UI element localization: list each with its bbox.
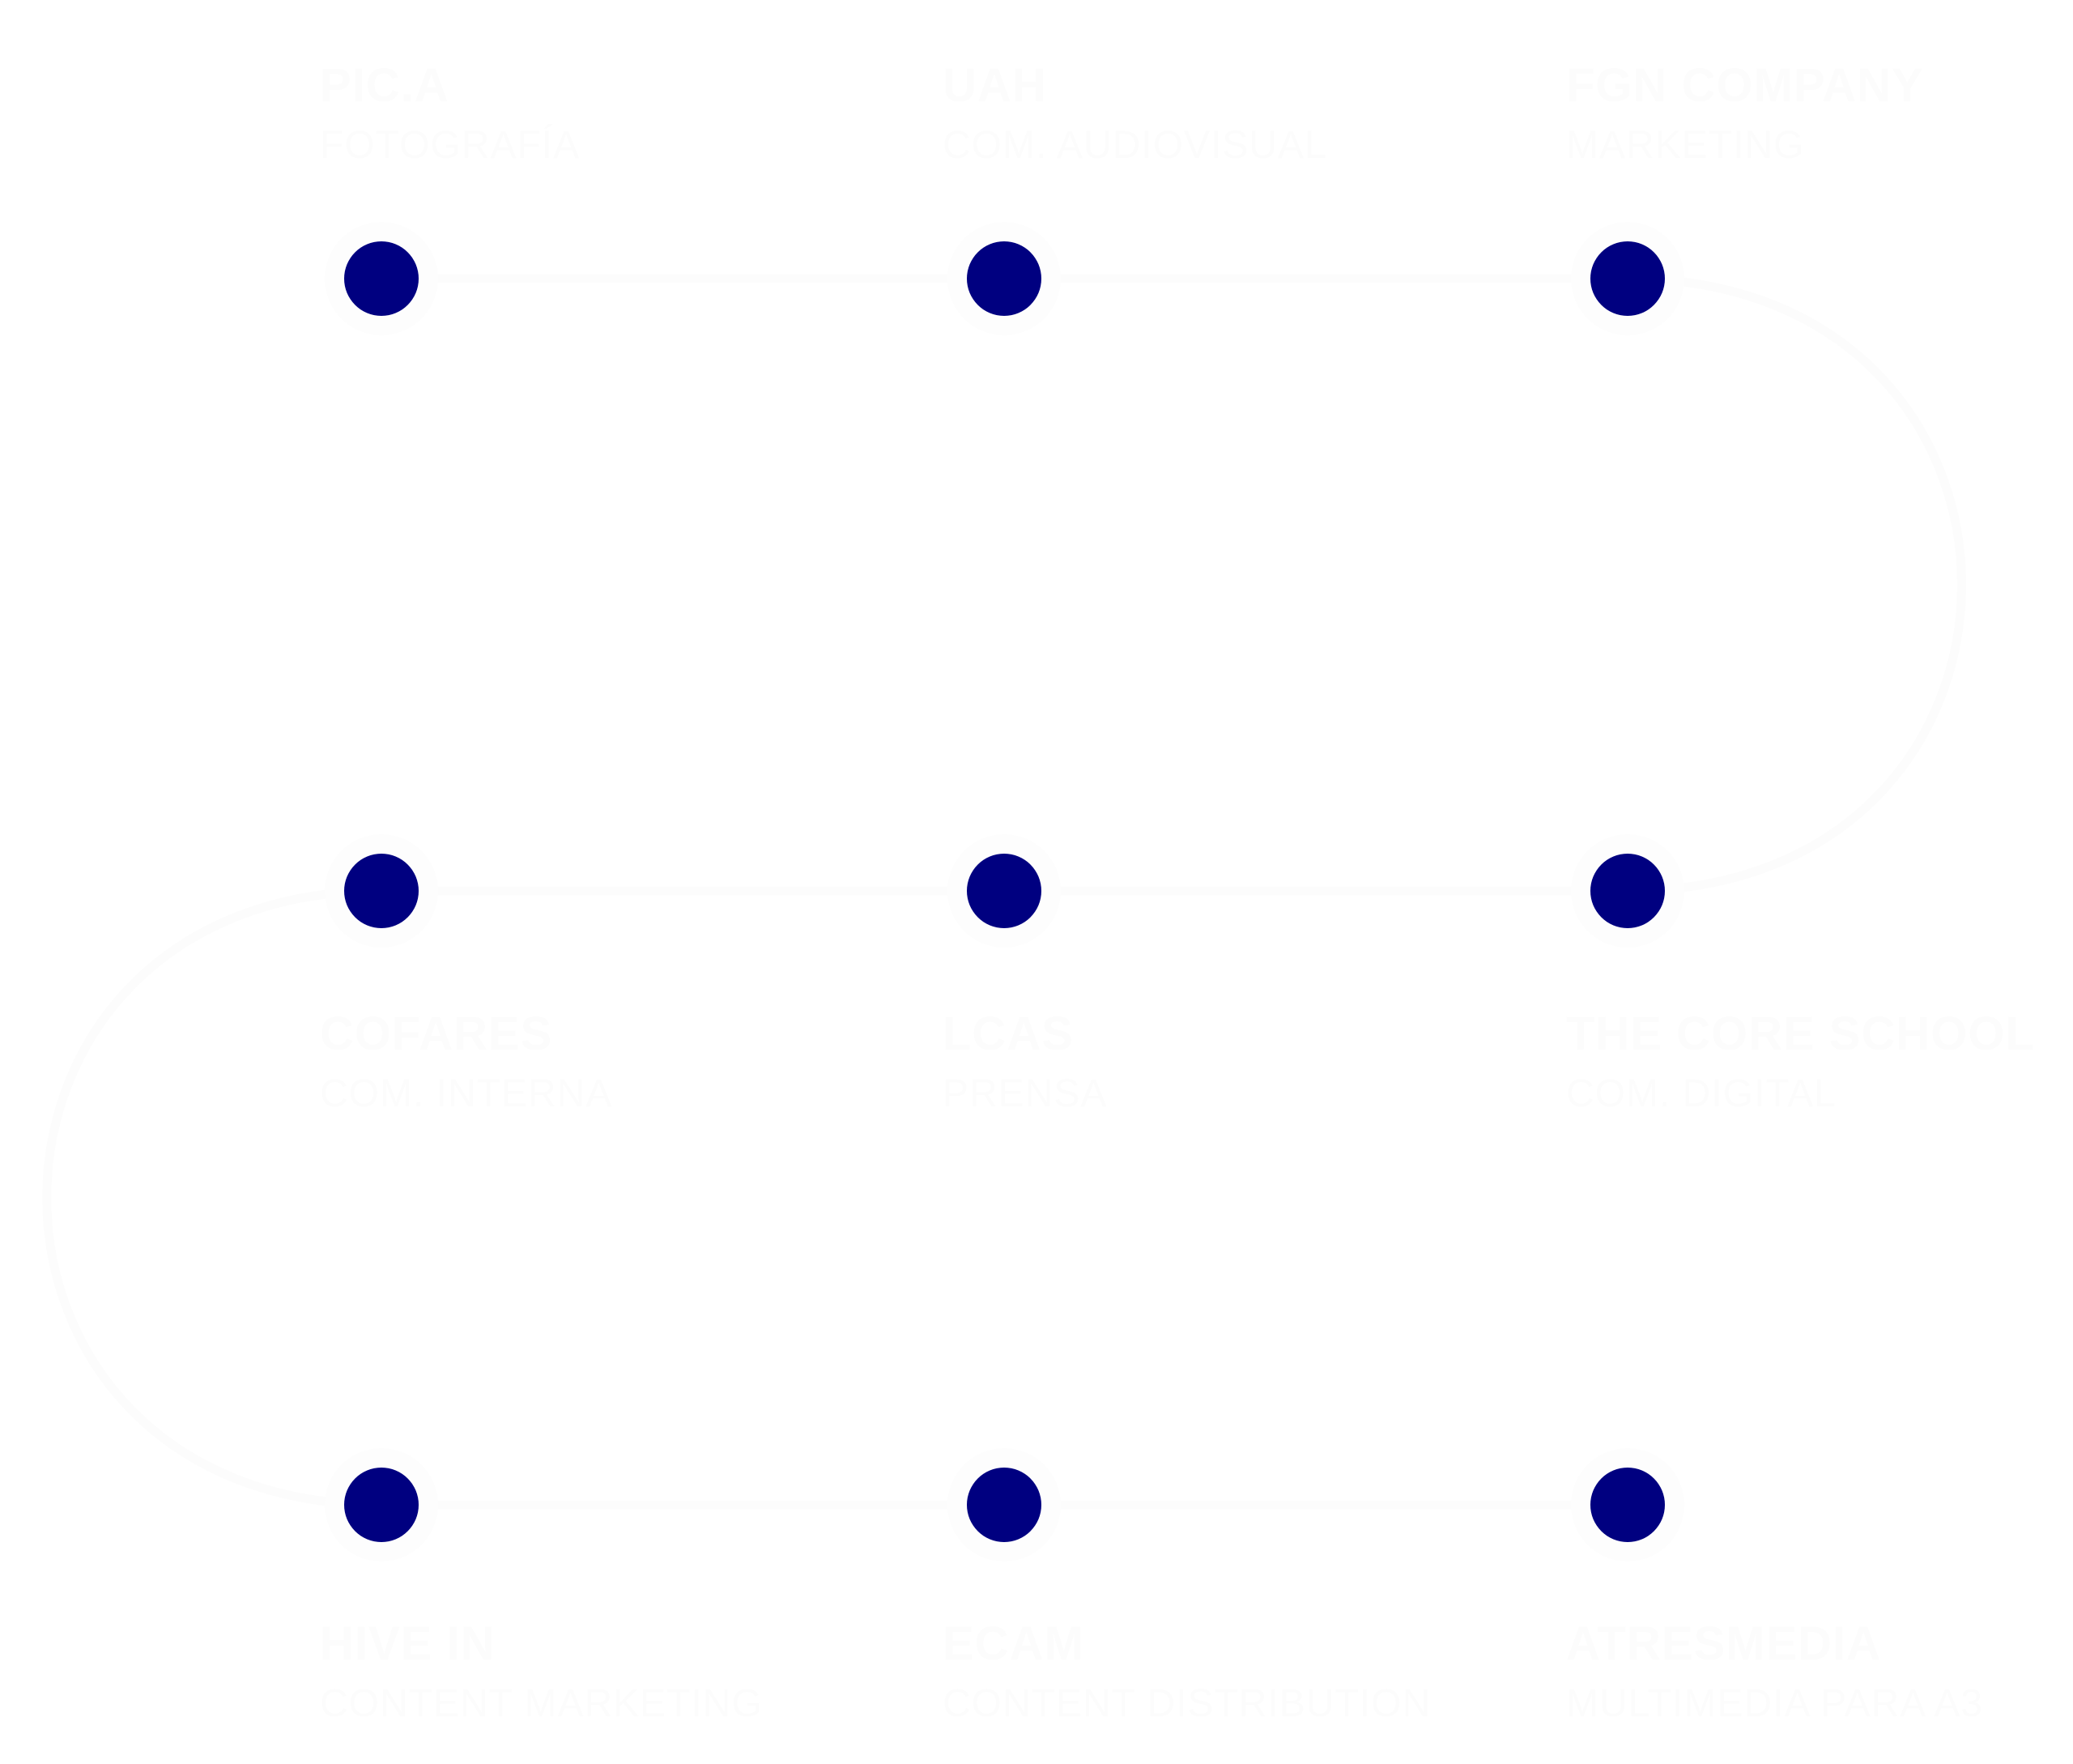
timeline-node <box>1571 1448 1684 1562</box>
node-label: ATRESMEDIA MULTIMEDIA PARA A3 <box>1566 1618 1983 1727</box>
timeline-node <box>1571 834 1684 948</box>
timeline-node <box>947 834 1061 948</box>
node-dot <box>344 241 419 316</box>
node-label: HIVE IN CONTENT MARKETING <box>320 1618 763 1727</box>
node-role: COM. INTERNA <box>320 1072 613 1115</box>
timeline-node <box>947 1448 1061 1562</box>
node-label: LCAS PRENSA <box>943 1008 1107 1117</box>
node-organization: COFARES <box>320 1008 553 1060</box>
timeline-node <box>325 1448 438 1562</box>
node-role: PRENSA <box>943 1072 1108 1115</box>
node-role: MULTIMEDIA PARA A3 <box>1566 1682 1984 1725</box>
timeline-node <box>325 222 438 335</box>
node-dot <box>1590 854 1665 928</box>
node-dot <box>344 1468 419 1542</box>
node-label: UAH COM. AUDIOVISUAL <box>943 60 1327 168</box>
node-role: CONTENT MARKETING <box>320 1682 763 1725</box>
node-dot <box>967 854 1041 928</box>
node-organization: THE CORE SCHOOL <box>1566 1008 2035 1060</box>
timeline-node <box>947 222 1061 335</box>
node-label: COFARES COM. INTERNA <box>320 1008 612 1117</box>
node-role: COM. DIGITAL <box>1566 1072 1837 1115</box>
node-role: MARKETING <box>1566 124 1805 167</box>
node-label: THE CORE SCHOOL COM. DIGITAL <box>1566 1008 2035 1117</box>
node-organization: PIC.A <box>320 59 449 112</box>
node-label: ECAM CONTENT DISTRIBUTION <box>943 1618 1431 1727</box>
node-dot <box>967 241 1041 316</box>
node-organization: LCAS <box>943 1008 1074 1060</box>
node-organization: HIVE IN <box>320 1617 496 1670</box>
node-dot <box>344 854 419 928</box>
node-organization: ECAM <box>943 1617 1084 1670</box>
node-label: PIC.A FOTOGRAFÍA <box>320 60 580 168</box>
node-role: COM. AUDIOVISUAL <box>943 124 1327 167</box>
node-label: FGN COMPANY MARKETING <box>1566 60 1924 168</box>
node-dot <box>1590 1468 1665 1542</box>
node-organization: FGN COMPANY <box>1566 59 1924 112</box>
timeline-node <box>325 834 438 948</box>
node-role: FOTOGRAFÍA <box>320 124 581 167</box>
node-dot <box>1590 241 1665 316</box>
node-organization: ATRESMEDIA <box>1566 1617 1882 1670</box>
node-organization: UAH <box>943 59 1047 112</box>
node-role: CONTENT DISTRIBUTION <box>943 1682 1432 1725</box>
timeline-node <box>1571 222 1684 335</box>
timeline-dots <box>325 222 1684 1562</box>
node-dot <box>967 1468 1041 1542</box>
